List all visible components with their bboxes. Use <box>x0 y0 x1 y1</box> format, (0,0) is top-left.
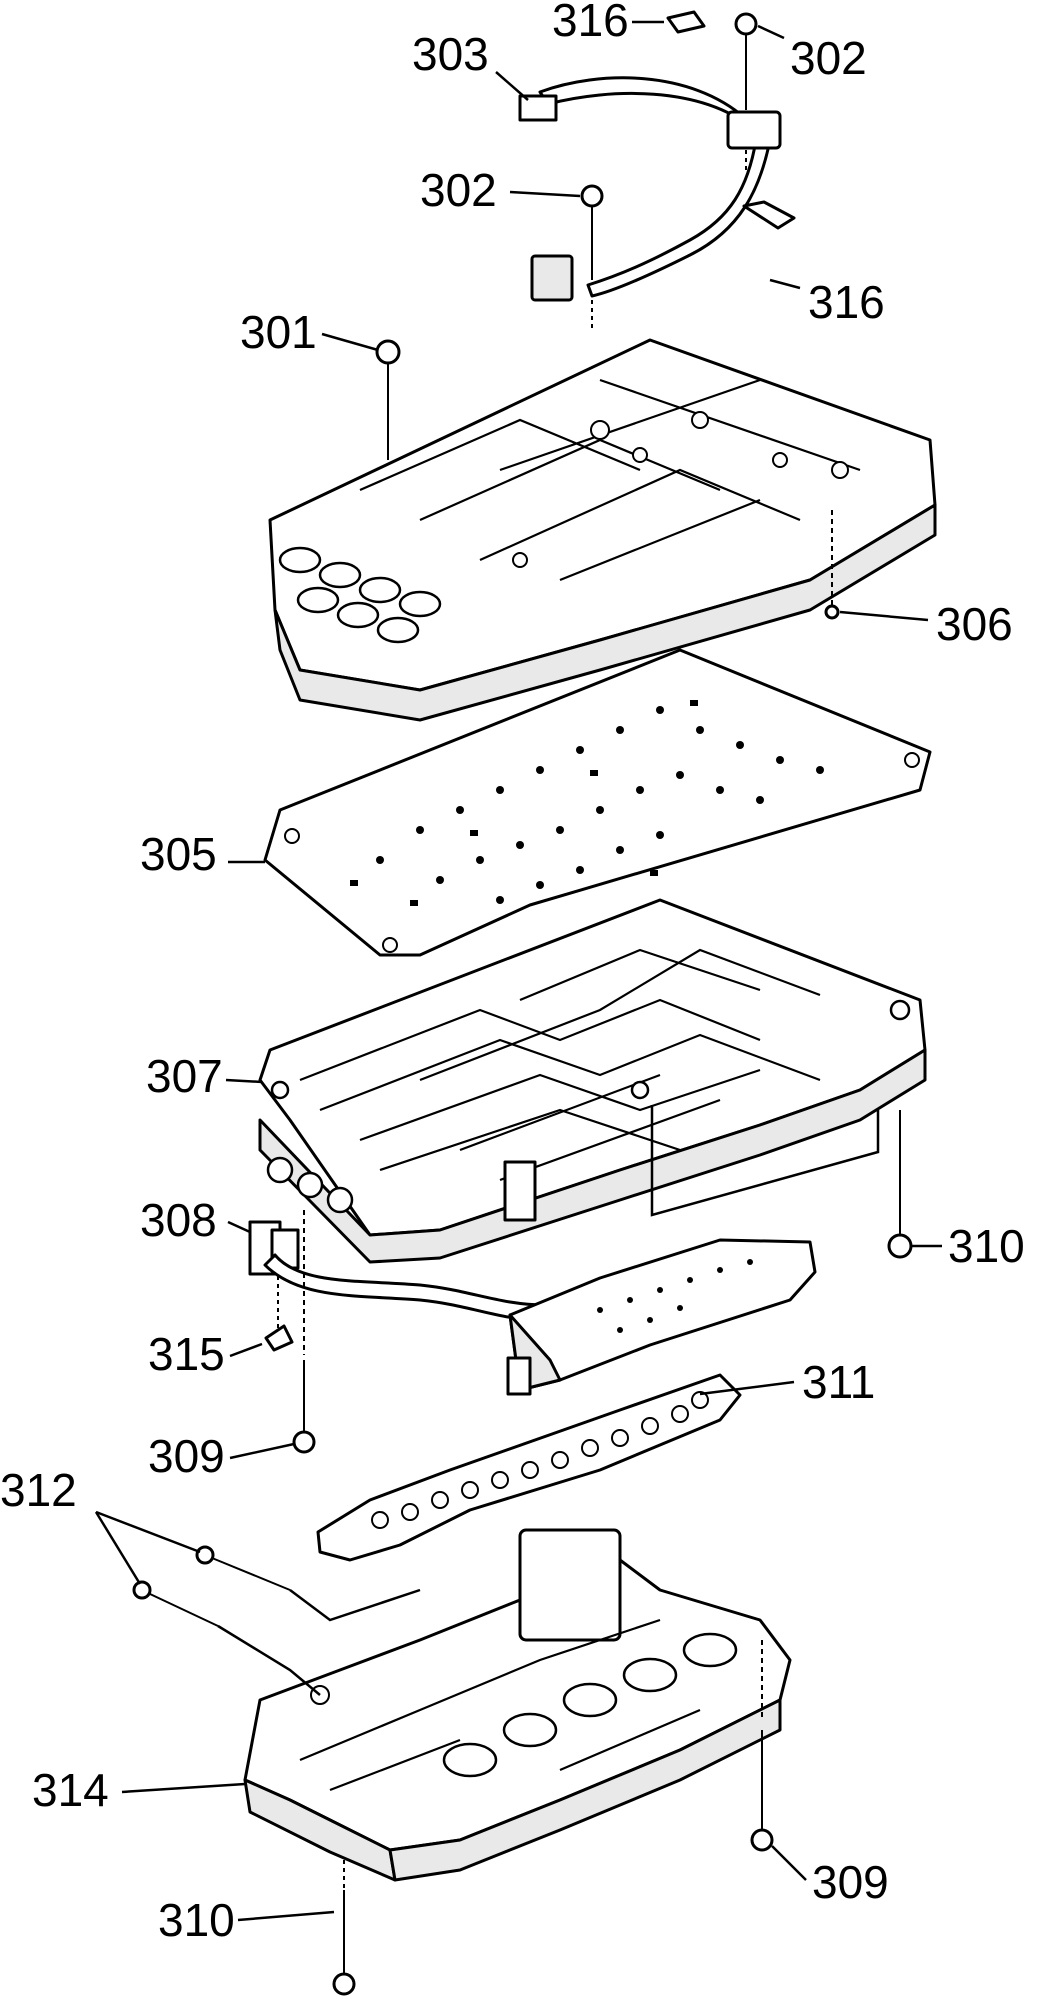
internal-harness <box>263 1253 547 1322</box>
callout-314: 314 <box>32 1764 109 1816</box>
callout-303: 303 <box>412 28 489 80</box>
callout-309a: 309 <box>148 1430 225 1482</box>
lower-valve-body-307 <box>258 898 927 1264</box>
callout-301: 301 <box>240 306 317 358</box>
leader-lines <box>94 20 942 1922</box>
bolt-310-lower <box>332 1860 356 1996</box>
ball-306 <box>824 510 840 620</box>
callout-302a: 302 <box>790 32 867 84</box>
bolt-309-left <box>292 1210 316 1454</box>
clip-315 <box>264 1276 294 1352</box>
callout-310a: 310 <box>948 1220 1025 1272</box>
callout-305: 305 <box>140 828 217 880</box>
callout-312: 312 <box>0 1464 77 1516</box>
callout-labels: 316 302 303 302 316 301 306 305 307 310 … <box>0 0 1025 1946</box>
bolt-301 <box>375 339 401 460</box>
callout-311: 311 <box>802 1356 875 1408</box>
spacer-plate-305 <box>263 648 932 957</box>
callout-309b: 309 <box>812 1856 889 1908</box>
callout-310b: 310 <box>158 1894 235 1946</box>
bolt-302-middle <box>580 184 604 330</box>
seal-312-upper <box>195 1545 421 1622</box>
control-module <box>506 1238 817 1396</box>
seal-312-lower <box>132 1580 321 1696</box>
callout-308: 308 <box>140 1194 217 1246</box>
wiring-harness-303 <box>518 10 796 302</box>
callout-315: 315 <box>148 1328 225 1380</box>
callout-316a: 316 <box>552 0 629 46</box>
bolt-310-upper <box>650 1105 913 1259</box>
callout-302b: 302 <box>420 164 497 216</box>
bolt-309-right <box>750 1640 774 1852</box>
callout-316b: 316 <box>808 276 885 328</box>
plate-311 <box>316 1373 742 1562</box>
valve-body-314 <box>243 1528 792 1882</box>
upper-valve-body <box>268 338 937 722</box>
callout-307: 307 <box>146 1050 223 1102</box>
bolt-302-top <box>734 12 758 170</box>
callout-306: 306 <box>936 598 1013 650</box>
